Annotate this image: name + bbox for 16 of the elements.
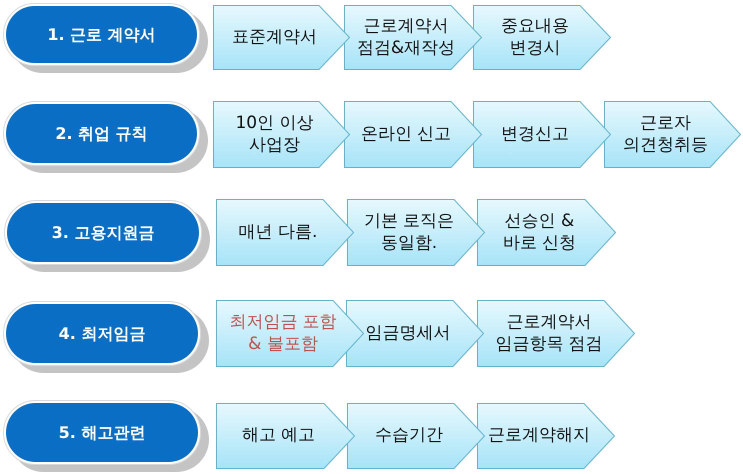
chevron-box: 기본 로직은 동일함. [347,199,485,266]
chevron-box: 근로자 의견청취등 [604,101,741,168]
chevron-box: 변경신고 [473,101,611,168]
chevron-box: 근로계약서 점검&재작성 [344,5,482,70]
chevron-box: 선승인 & 바로 신청 [477,199,616,266]
chevron-box: 온라인 신고 [344,101,482,168]
chevron-box: 10인 이상 사업장 [213,101,350,168]
chevron-box: 최저임금 포함 & 불포함 [216,300,364,367]
chevron-box: 근로계약서 임금항목 점검 [477,300,635,367]
chevron-box: 근로계약해지 [477,403,615,469]
chevron-box: 임금명세서 [346,300,484,367]
chevron-box: 수습기간 [347,403,485,469]
chevron-box: 중요내용 변경시 [473,5,611,70]
chevron-box: 매년 다름. [216,199,354,266]
chevron-box: 해고 예고 [216,403,355,469]
chevron-box: 표준계약서 [213,5,350,70]
